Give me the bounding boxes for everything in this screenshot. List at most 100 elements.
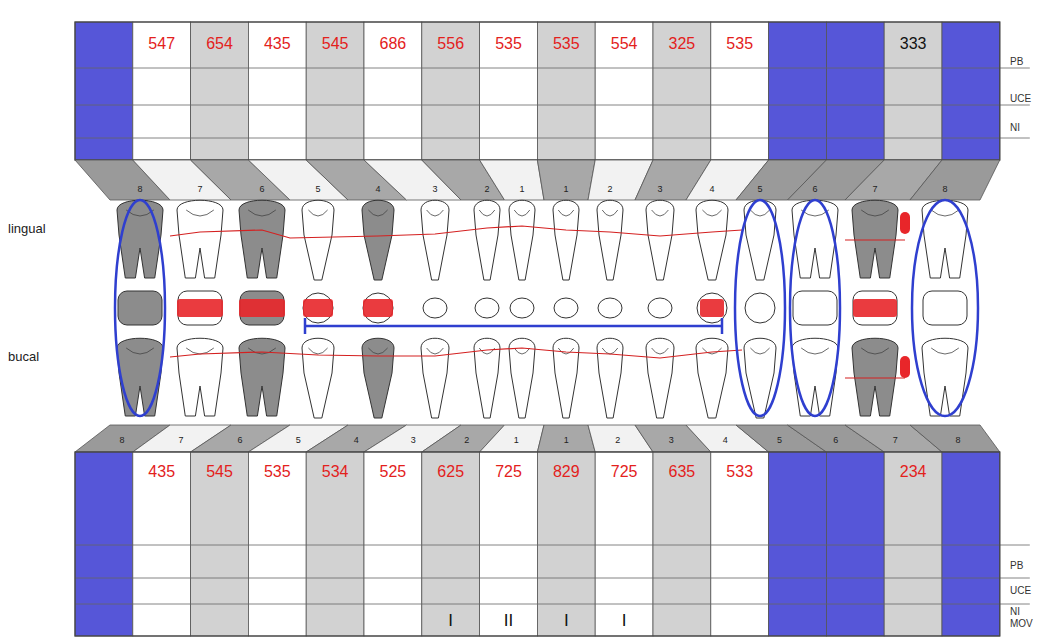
tooth-side-view	[646, 200, 674, 280]
tooth-occlusal-view	[745, 293, 775, 323]
probing-depth-value: 686	[380, 36, 407, 52]
table-column	[769, 22, 827, 160]
tooth-number: 6	[833, 436, 838, 445]
gingival-margin-line	[170, 348, 742, 358]
tooth-number: 7	[893, 436, 898, 445]
restoration-mark	[177, 299, 223, 317]
side-label: bucal	[8, 350, 39, 363]
cusp-line	[801, 348, 829, 354]
cusp-line	[558, 210, 574, 216]
cusp-line	[602, 348, 618, 354]
probing-depth-value: 435	[264, 36, 291, 52]
cusp-line	[186, 210, 214, 216]
row-line	[75, 604, 1030, 605]
cusp-line	[427, 210, 444, 216]
tooth-side-view	[553, 200, 579, 280]
tooth-number: 8	[137, 185, 142, 194]
tooth-occlusal-view	[475, 298, 499, 318]
tooth-number: 5	[757, 185, 762, 194]
cusp-line	[514, 210, 530, 216]
tooth-occlusal-view	[793, 291, 837, 325]
table-column	[422, 22, 480, 160]
cusp-line	[931, 348, 959, 354]
tooth-number: 5	[777, 436, 782, 445]
table-column	[480, 452, 538, 636]
tooth-side-view	[696, 338, 728, 418]
table-column	[75, 452, 133, 636]
tooth-number: 1	[514, 436, 519, 445]
tooth-number: 6	[812, 185, 817, 194]
table-column	[75, 22, 133, 160]
tooth-side-view	[646, 338, 674, 418]
table-border	[75, 22, 1000, 160]
tooth-occlusal-view	[423, 298, 447, 318]
probing-depth-value: 829	[553, 464, 580, 480]
tooth-occlusal-view	[510, 298, 534, 318]
probing-depth-value: 635	[669, 464, 696, 480]
tooth-number-strip	[480, 425, 544, 452]
table-column	[711, 452, 769, 636]
tooth-number-strip	[537, 160, 595, 200]
table-column	[595, 452, 653, 636]
tooth-side-view	[792, 200, 838, 278]
tooth-number-strip	[480, 160, 544, 200]
tooth-occlusal-view	[303, 293, 333, 323]
probing-depth-value: 556	[437, 36, 464, 52]
probing-depth-value: 725	[611, 464, 638, 480]
tooth-number-strip	[910, 160, 1000, 200]
cusp-line	[308, 210, 327, 216]
missing-tooth-ellipse	[735, 200, 785, 416]
row-line	[75, 545, 1030, 546]
probing-depth-value: 535	[553, 36, 580, 52]
tooth-number: 1	[519, 185, 524, 194]
table-border	[75, 452, 1000, 636]
probing-depth-value: 554	[611, 36, 638, 52]
tooth-side-view	[597, 338, 623, 418]
table-column	[884, 22, 942, 160]
tooth-number: 5	[315, 185, 320, 194]
tooth-side-view	[553, 338, 579, 418]
row-line	[75, 105, 1030, 106]
probing-depth-value: 625	[437, 464, 464, 480]
table-column	[191, 22, 249, 160]
table-column	[537, 452, 595, 636]
tooth-side-view	[852, 200, 898, 278]
probing-depth-value: 535	[726, 36, 753, 52]
gingival-margin-line	[845, 377, 905, 378]
table-column	[942, 452, 1000, 636]
table-column	[364, 452, 422, 636]
tooth-occlusal-view	[118, 291, 162, 325]
tooth-side-view	[117, 338, 163, 416]
tooth-occlusal-view	[178, 291, 222, 325]
tooth-side-view	[792, 338, 838, 416]
tooth-number: 3	[669, 436, 674, 445]
restoration-mark	[900, 212, 910, 234]
bracket-tick	[304, 318, 307, 334]
tooth-number: 8	[119, 436, 124, 445]
tooth-occlusal-view	[363, 293, 393, 323]
tooth-occlusal-view	[554, 298, 578, 318]
tooth-number: 4	[723, 436, 728, 445]
tooth-side-view	[302, 338, 334, 418]
tooth-number-strip	[910, 425, 1000, 452]
tooth-side-view	[852, 338, 898, 416]
restoration-mark	[239, 299, 285, 317]
mobility-grade: II	[504, 612, 513, 629]
tooth-side-view	[474, 200, 500, 280]
row-label: PB	[1010, 57, 1023, 67]
table-column	[769, 452, 827, 636]
table-column	[133, 452, 191, 636]
table-column	[422, 452, 480, 636]
tooth-number-strip	[537, 425, 595, 452]
cusp-line	[652, 348, 669, 354]
table-column	[191, 452, 249, 636]
table-column	[826, 452, 884, 636]
cusp-line	[368, 210, 387, 216]
mobility-grade: I	[448, 612, 453, 629]
gingival-margin-line	[845, 239, 905, 240]
tooth-number: 2	[615, 436, 620, 445]
tooth-number: 4	[354, 436, 359, 445]
table-column	[306, 22, 364, 160]
